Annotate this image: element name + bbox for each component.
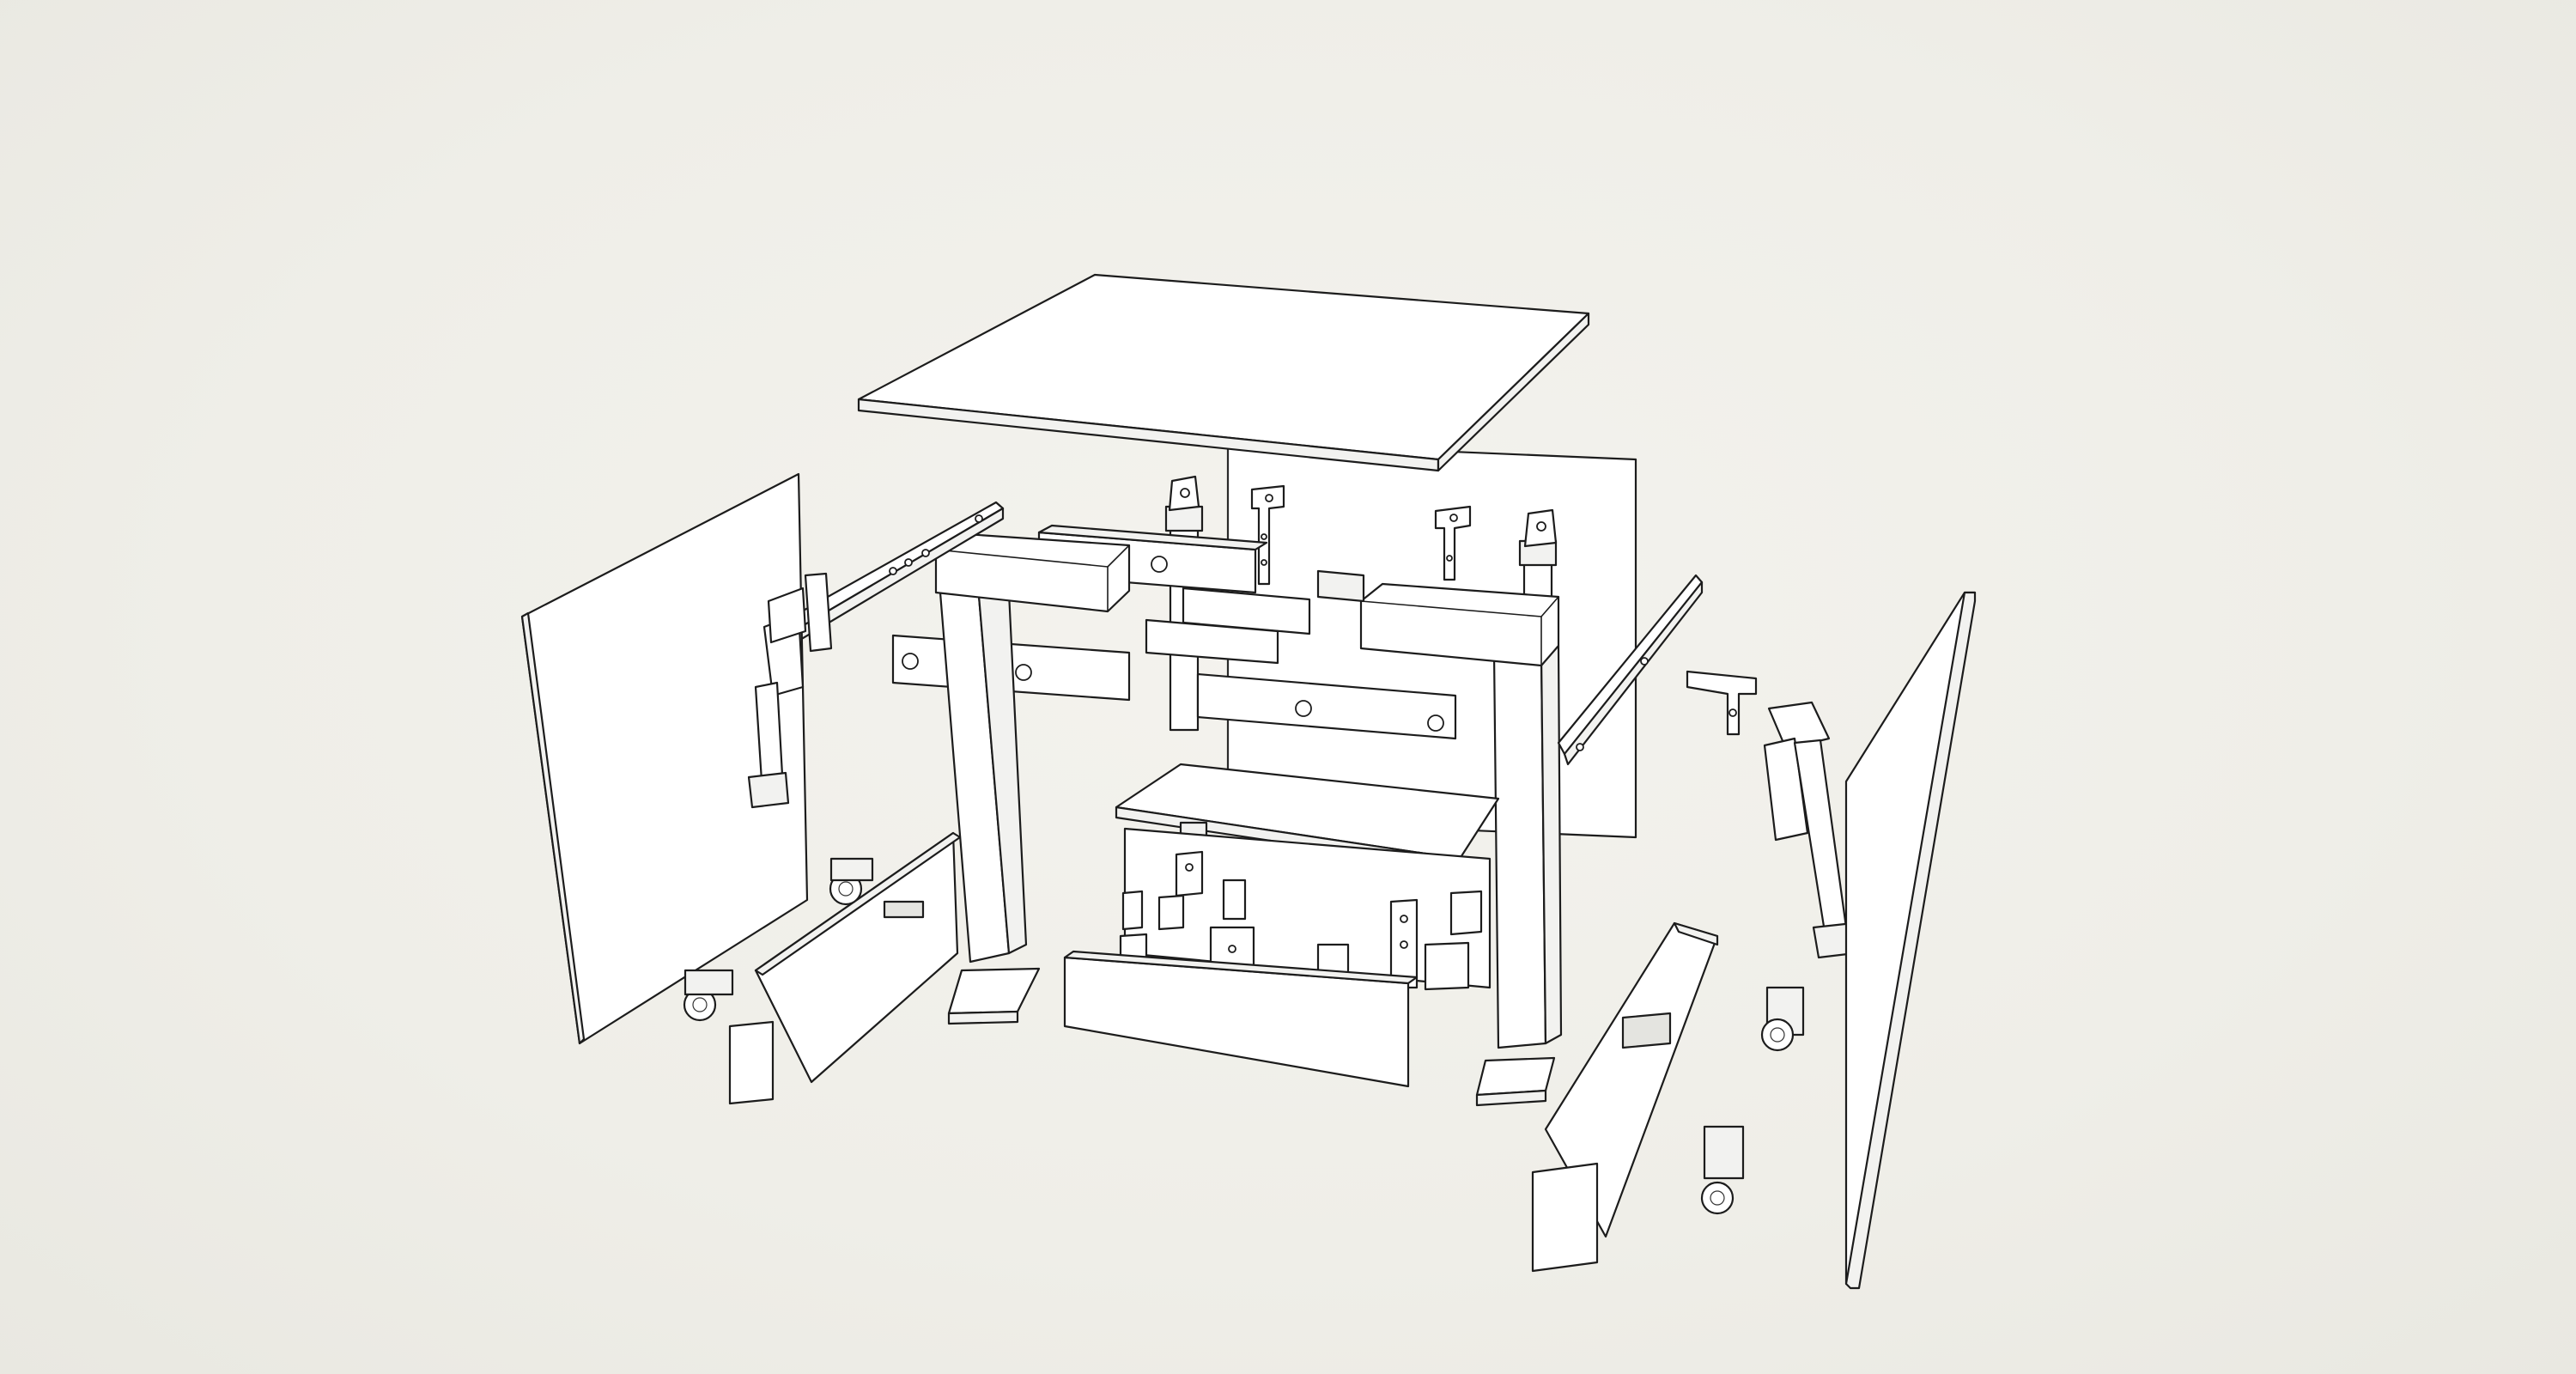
right-leg xyxy=(1492,644,1563,1049)
left-side-panel xyxy=(520,472,809,1045)
table-top xyxy=(857,273,1590,472)
right-linear-actuator xyxy=(1686,670,1856,959)
caster-wheel xyxy=(683,969,734,1022)
mounting-brackets xyxy=(1119,827,1492,998)
left-base-channel xyxy=(728,831,962,1105)
caster-wheel xyxy=(829,857,874,906)
front-kick-panel xyxy=(1063,950,1419,1088)
right-base-channel xyxy=(1531,921,1719,1273)
foot-pads xyxy=(947,967,1556,1107)
caster-wheel xyxy=(1700,1125,1745,1215)
right-arm-rail xyxy=(1557,574,1704,766)
caster-wheels xyxy=(683,857,1805,1215)
caster-wheel xyxy=(1760,986,1805,1052)
right-side-panel xyxy=(1844,591,1977,1290)
top-mounting-brackets xyxy=(1250,484,1472,586)
left-linear-actuator xyxy=(747,572,833,809)
right-top-block xyxy=(1316,569,1560,667)
